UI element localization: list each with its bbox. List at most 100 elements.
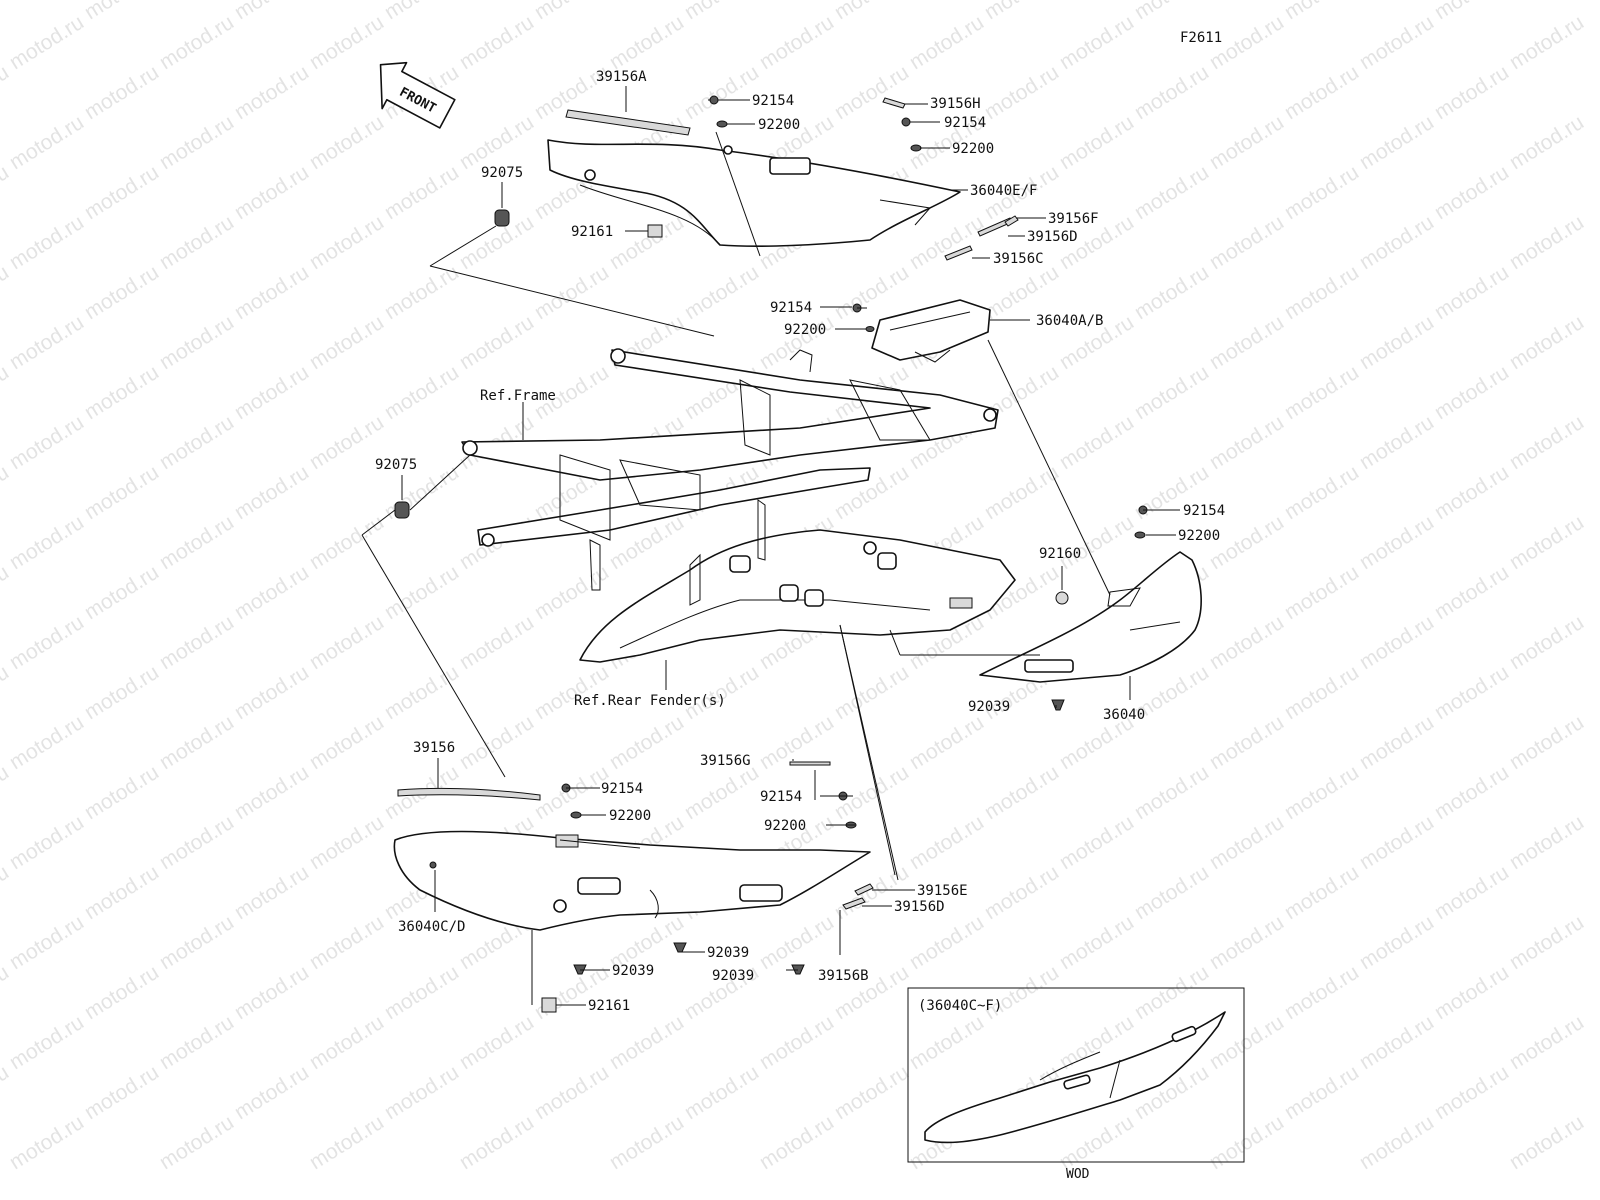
watermark-text: motod.ru [0,861,13,924]
watermark-text: motod.ru [680,761,762,824]
watermark-text: motod.ru [1280,961,1362,1024]
watermark-text: motod.ru [1130,361,1212,424]
watermark-text: motod.ru [1430,761,1512,824]
watermark-text: motod.ru [1430,1061,1512,1124]
watermark-text: motod.ru [155,911,237,974]
watermark-text: motod.ru [680,1061,762,1124]
watermark-text: motod.ru [1505,611,1587,674]
reference-label-rear-fender: Ref.Rear Fender(s) [574,693,726,709]
watermark-text: motod.ru [380,0,462,24]
watermark-text: motod.ru [1130,0,1212,24]
watermark-text: motod.ru [230,561,312,624]
watermark-text: motod.ru [1205,711,1287,774]
watermark-text: motod.ru [155,711,237,774]
part-label: 39156H [930,96,981,112]
watermark-text: motod.ru [980,861,1062,924]
watermark-text: motod.ru [1355,11,1437,74]
watermark-text: motod.ru [680,261,762,324]
watermark-text: motod.ru [455,11,537,74]
reference-label-frame: Ref.Frame [480,388,556,404]
bolt-icon [1138,505,1153,515]
watermark-text: motod.ru [1205,311,1287,374]
watermark-text: motod.ru [80,861,162,924]
trim-strip-part [565,109,691,136]
part-label: 92154 [1183,503,1225,519]
watermark-text: motod.ru [230,661,312,724]
watermark-text: motod.ru [0,161,13,224]
watermark-text: motod.ru [305,1011,387,1074]
watermark-text: motod.ru [0,261,13,324]
watermark-text: motod.ru [0,661,13,724]
trim-strip-part [842,897,866,910]
watermark-text: motod.ru [155,811,237,874]
watermark-text: motod.ru [5,611,87,674]
watermark-text: motod.ru [1355,1111,1437,1174]
watermark-text: motod.ru [230,161,312,224]
watermark-text: motod.ru [830,0,912,24]
watermark-text: motod.ru [80,461,162,524]
watermark-text: motod.ru [5,811,87,874]
watermark-text: motod.ru [980,761,1062,824]
watermark-text: motod.ru [1430,361,1512,424]
watermark-text: motod.ru [155,411,237,474]
watermark-text: motod.ru [1205,211,1287,274]
trim-strip-part [944,245,973,261]
grommet-icon [494,209,510,227]
watermark-text: motod.ru [1505,1111,1587,1174]
part-label: 36040C/D [398,919,465,935]
upper-side-cover-part [547,139,961,247]
inset-footer: WOD [1066,1167,1090,1182]
watermark-text: motod.ru [1355,911,1437,974]
watermark-text: motod.ru [230,261,312,324]
part-label: 39156A [596,69,647,85]
watermark-text: motod.ru [80,361,162,424]
inset-panel: (36040C~F) WOD [907,987,1245,1182]
watermark-text: motod.ru [1505,711,1587,774]
watermark-text: motod.ru [1430,861,1512,924]
watermark-text: motod.ru [1355,411,1437,474]
watermark-text: motod.ru [1055,1111,1137,1174]
bolt-icon [708,95,720,105]
watermark-text: motod.ru [305,911,387,974]
watermark-text: motod.ru [1505,1011,1587,1074]
grommet-icon [1055,591,1069,605]
watermark-text: motod.ru [305,511,387,574]
watermark-text: motod.ru [1055,811,1137,874]
watermark-text: motod.ru [1130,761,1212,824]
watermark-text: motod.ru [905,711,987,774]
lower-side-cover-part [393,830,871,931]
watermark-text: motod.ru [1280,861,1362,924]
watermark-text: motod.ru [455,611,537,674]
clip-nut-icon [673,942,687,953]
rear-fender-reference [579,499,1016,663]
watermark-text: motod.ru [0,61,13,124]
part-label: 92154 [760,789,802,805]
watermark-text: motod.ru [305,311,387,374]
watermark-text: motod.ru [605,1011,687,1074]
watermark-text: motod.ru [905,211,987,274]
watermark-text: motod.ru [230,961,312,1024]
watermark-text: motod.ru [305,111,387,174]
watermark-text: motod.ru [1130,861,1212,924]
watermark-text: motod.ru [0,761,13,824]
part-label: 92075 [375,457,417,473]
watermark-text: motod.ru [1355,511,1437,574]
watermark-text: motod.ru [0,961,13,1024]
watermark-text: motod.ru [1280,661,1362,724]
watermark-text: motod.ru [5,1111,87,1174]
watermark-text: motod.ru [155,611,237,674]
washer-icon [570,811,582,819]
watermark-text: motod.ru [1355,811,1437,874]
trim-strip-part [789,761,831,766]
watermark-text: motod.ru [1505,511,1587,574]
watermark-text: motod.ru [1280,261,1362,324]
inset-caption: (36040C~F) [918,998,1002,1014]
part-label: 92160 [1039,546,1081,562]
watermark-text: motod.ru [1355,111,1437,174]
watermark-text: motod.ru [155,1011,237,1074]
watermark-text: motod.ru [80,61,162,124]
watermark-text: motod.ru [455,311,537,374]
part-label: 92200 [1178,528,1220,544]
watermark-text: motod.ru [1355,311,1437,374]
watermark-text: motod.ru [1430,261,1512,324]
